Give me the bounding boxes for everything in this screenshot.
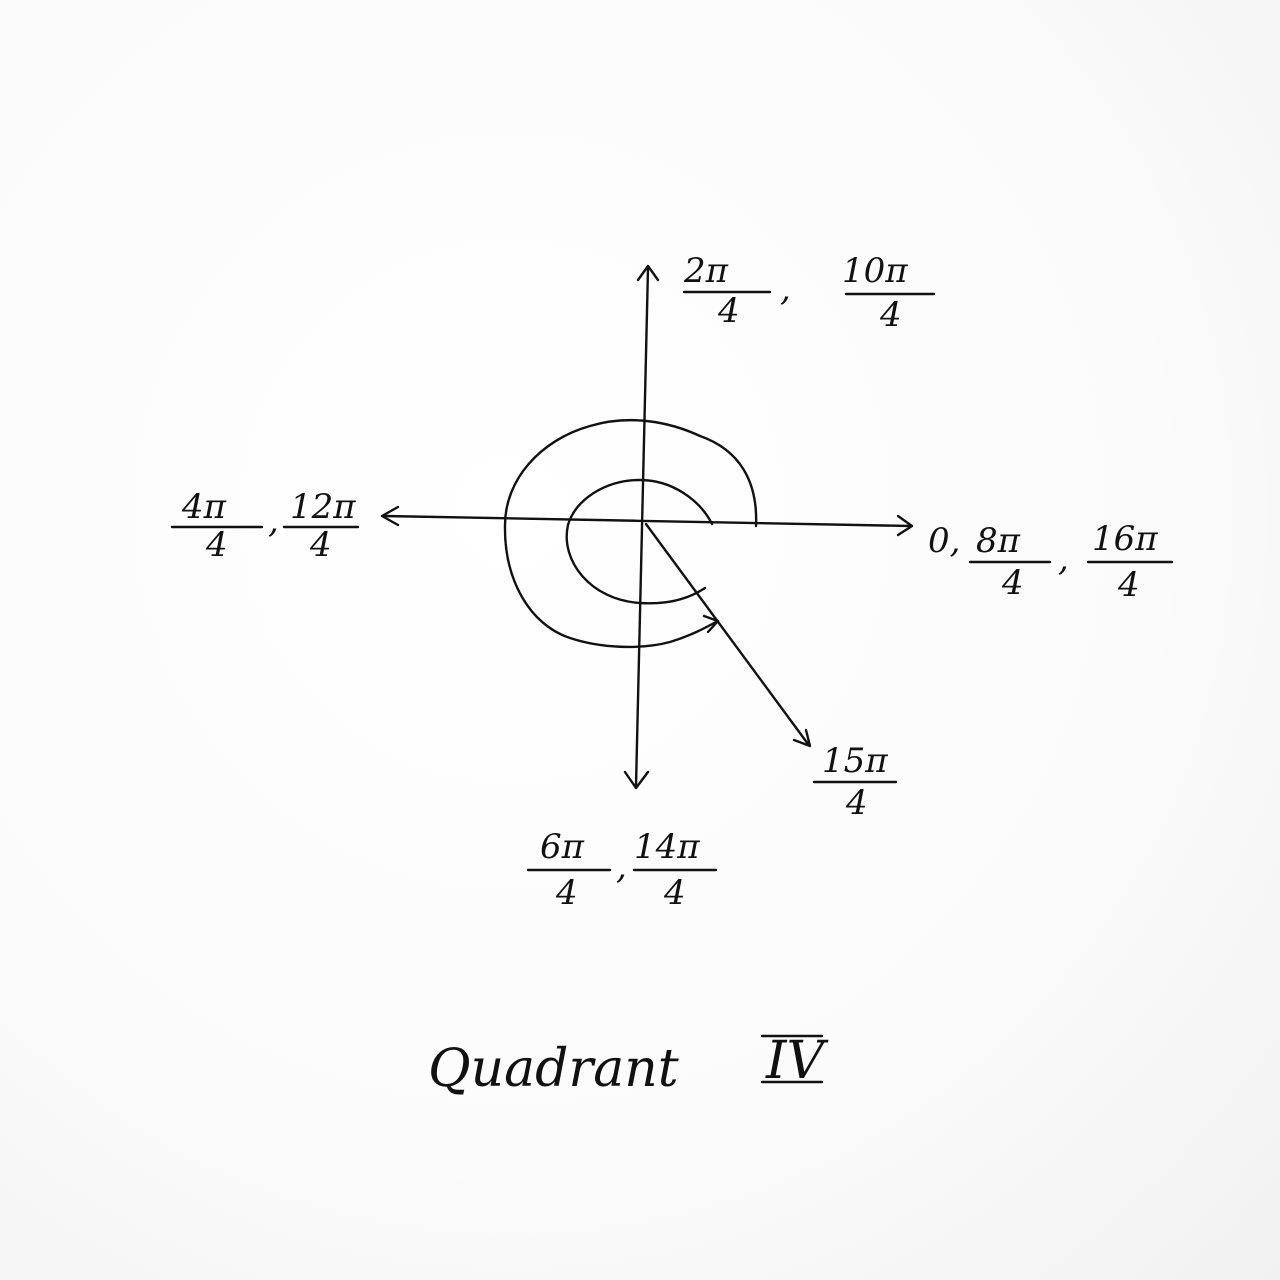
bottom-b-denominator: 4: [663, 873, 686, 913]
label-ray: 15π 4: [812, 741, 898, 823]
bottom-separator: ,: [616, 847, 627, 887]
terminal-ray-15pi-4: [644, 522, 810, 746]
bottom-a-numerator: 6π: [540, 827, 585, 867]
label-right: 0, 8π 4 , 16π 4: [928, 519, 1174, 605]
right-a-denominator: 4: [1001, 563, 1024, 603]
vertical-axis: [634, 266, 650, 788]
top-b-numerator: 10π: [842, 251, 908, 291]
horizontal-axis-right-arrowhead: [896, 514, 914, 537]
caption: Quadrant IV: [428, 1031, 829, 1099]
ray-denominator: 4: [845, 783, 868, 823]
top-a-denominator: 4: [717, 291, 740, 331]
label-left: 4π 4 , 12π 4: [170, 487, 360, 565]
vertical-axis-bottom-arrowhead: [623, 770, 650, 790]
outer-rotation-spiral: [503, 418, 758, 649]
top-b-denominator: 4: [879, 295, 902, 335]
left-b-denominator: 4: [309, 525, 332, 565]
top-a-numerator: 2π: [683, 251, 729, 291]
ray-numerator: 15π: [822, 741, 888, 781]
left-a-denominator: 4: [205, 525, 228, 565]
right-a-numerator: 8π: [976, 521, 1021, 561]
right-separator: ,: [1058, 539, 1069, 579]
caption-word: Quadrant: [428, 1039, 679, 1099]
bottom-a-denominator: 4: [555, 873, 578, 913]
vertical-axis-top-arrowhead: [636, 264, 660, 282]
left-a-numerator: 4π: [181, 487, 227, 527]
right-b-denominator: 4: [1117, 565, 1140, 605]
top-separator: ,: [780, 269, 791, 309]
horizontal-axis-left-arrowhead: [380, 505, 400, 527]
bottom-b-numerator: 14π: [634, 827, 700, 867]
inner-rotation-spiral: [565, 478, 714, 605]
terminal-ray-arrowhead: [792, 728, 812, 748]
right-zero: 0,: [928, 521, 960, 561]
label-top: 2π 4 , 10π 4: [682, 251, 936, 335]
left-b-numerator: 12π: [290, 487, 356, 527]
left-separator: ,: [268, 501, 279, 541]
right-b-numerator: 16π: [1092, 519, 1158, 559]
horizontal-axis: [382, 514, 912, 528]
label-bottom: 6π 4 , 14π 4: [526, 827, 718, 913]
